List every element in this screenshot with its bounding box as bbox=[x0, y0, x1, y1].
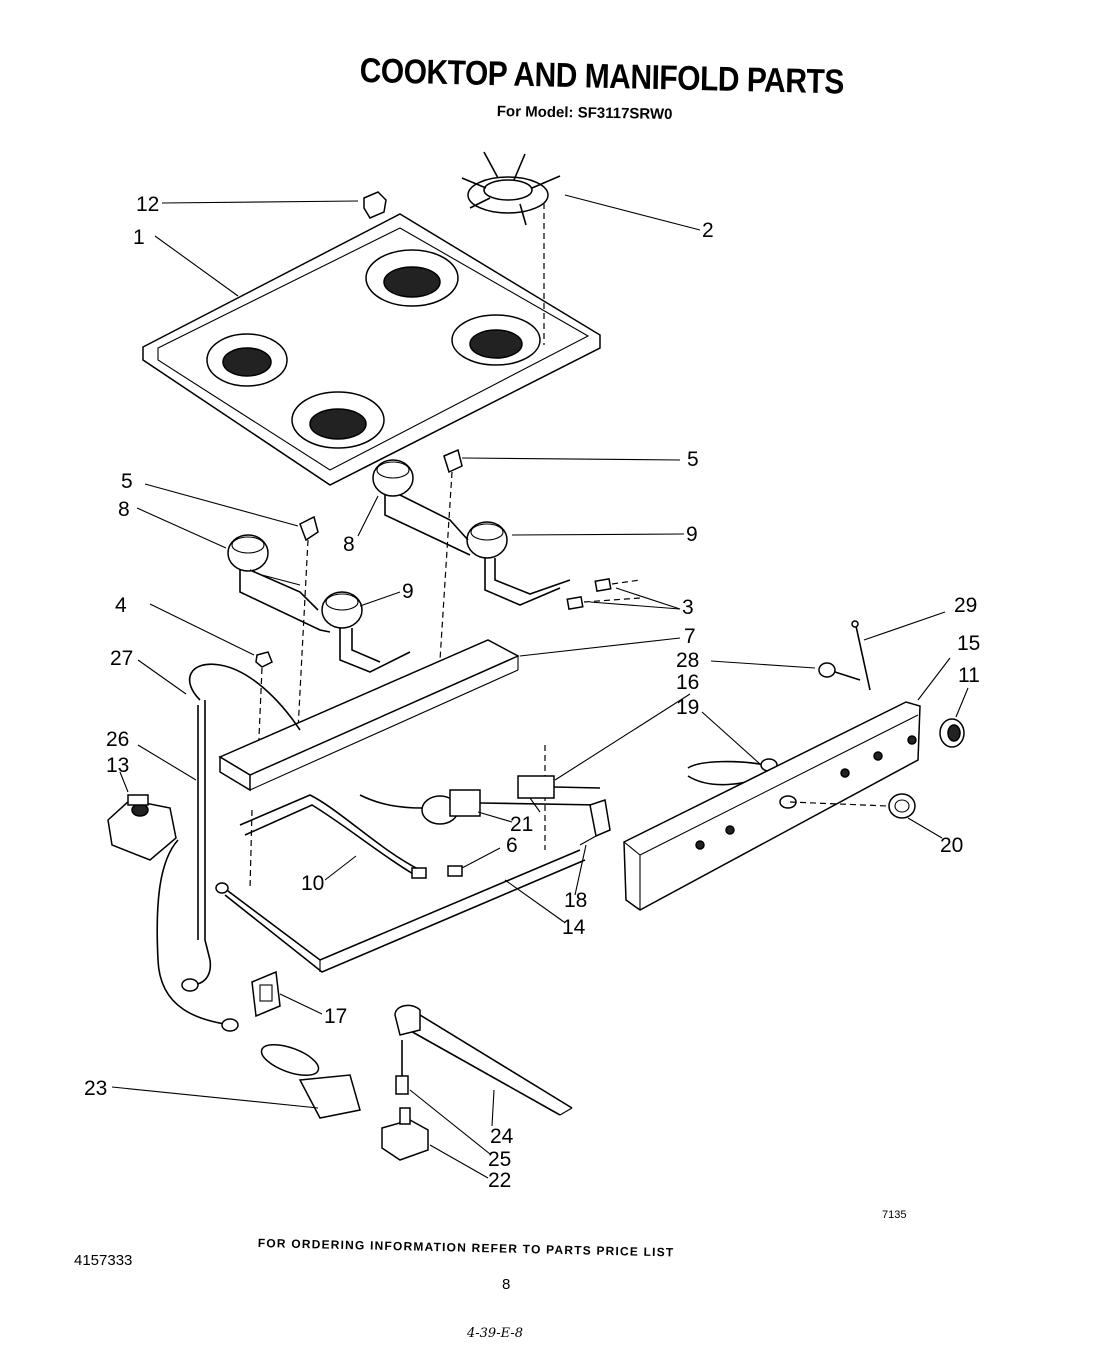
document-number: 4157333 bbox=[74, 1252, 133, 1269]
callout-4: 4 bbox=[115, 594, 127, 617]
orifice-part-3 bbox=[566, 577, 641, 611]
callout-8-left: 8 bbox=[118, 498, 130, 521]
figure-code: 7135 bbox=[882, 1209, 907, 1221]
bracket-part-18 bbox=[579, 799, 611, 846]
callout-28: 28 bbox=[676, 649, 699, 672]
valve-part-21 bbox=[359, 789, 601, 825]
control-panel-part-15 bbox=[623, 701, 921, 911]
callout-11: 11 bbox=[958, 664, 980, 687]
callout-15: 15 bbox=[957, 632, 980, 655]
bracket-part-5-left bbox=[299, 515, 319, 542]
safety-valve-part-22 bbox=[381, 1107, 429, 1161]
callout-20: 20 bbox=[940, 834, 963, 857]
page-number: 8 bbox=[502, 1276, 511, 1293]
callout-18: 18 bbox=[564, 889, 587, 912]
callout-23: 23 bbox=[84, 1077, 107, 1100]
ignitor-part-23 bbox=[260, 1044, 361, 1119]
knob-part-11 bbox=[939, 718, 965, 748]
callout-14: 14 bbox=[562, 916, 586, 939]
callout-10: 10 bbox=[301, 872, 324, 895]
callout-9-right: 9 bbox=[686, 523, 698, 546]
clip-part-29 bbox=[851, 620, 871, 691]
manifold-tube-part-26-27 bbox=[156, 663, 301, 1032]
callout-16: 16 bbox=[676, 671, 699, 694]
callout-12: 12 bbox=[136, 193, 159, 216]
callout-5-right: 5 bbox=[687, 448, 699, 471]
callout-5-left: 5 bbox=[121, 470, 133, 493]
callout-6: 6 bbox=[506, 834, 518, 857]
callout-27: 27 bbox=[110, 647, 133, 670]
callout-17: 17 bbox=[324, 1005, 347, 1028]
callout-7: 7 bbox=[684, 625, 696, 648]
bracket-part-5-right bbox=[443, 448, 463, 474]
tube-part-10 bbox=[239, 794, 421, 871]
callout-29: 29 bbox=[954, 594, 977, 617]
callout-24: 24 bbox=[490, 1125, 514, 1148]
callout-22: 22 bbox=[488, 1169, 511, 1192]
bracket-part-17 bbox=[251, 970, 281, 1018]
switch-part-16 bbox=[517, 775, 601, 813]
orifice-part-25 bbox=[395, 1040, 409, 1095]
callout-8-right: 8 bbox=[343, 533, 355, 556]
burner-assembly-left bbox=[227, 534, 411, 673]
regulator-part-13 bbox=[107, 794, 177, 861]
screw-part-28 bbox=[818, 662, 861, 681]
callout-labels: 12 1 2 5 5 8 8 9 9 4 3 7 27 26 13 29 15 … bbox=[84, 193, 980, 1192]
fitting-part-6 bbox=[411, 865, 463, 879]
knob-part-20 bbox=[888, 793, 916, 819]
callout-3: 3 bbox=[682, 596, 694, 619]
leader-lines bbox=[111, 194, 969, 1179]
callout-25: 25 bbox=[488, 1148, 511, 1171]
handwritten-mark: 4-39-E-8 bbox=[467, 1326, 523, 1341]
callout-13: 13 bbox=[106, 754, 129, 777]
oven-burner-part-24 bbox=[394, 1004, 573, 1116]
callout-1: 1 bbox=[133, 226, 145, 249]
callout-9-left: 9 bbox=[402, 580, 414, 603]
callout-21: 21 bbox=[510, 813, 533, 836]
callout-19: 19 bbox=[676, 696, 699, 719]
callout-2: 2 bbox=[702, 219, 714, 242]
nut-part-4 bbox=[255, 651, 273, 668]
grate-part-2 bbox=[461, 151, 561, 226]
burner-tube-part-14 bbox=[215, 849, 586, 973]
cooktop-part bbox=[142, 213, 601, 486]
burner-assembly-right bbox=[372, 459, 571, 606]
bracket-part-12 bbox=[363, 191, 387, 219]
manifold-bracket-part-7 bbox=[218, 639, 520, 792]
callout-26: 26 bbox=[106, 728, 129, 751]
